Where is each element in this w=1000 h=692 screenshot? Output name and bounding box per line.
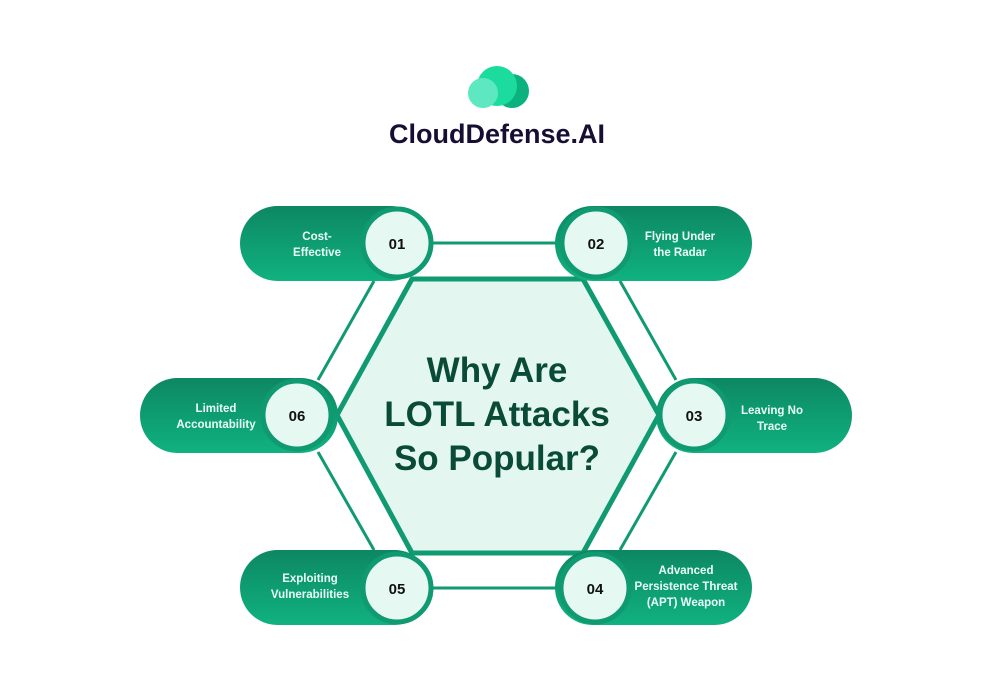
item-label-line: Effective [293, 247, 341, 259]
item-number: 04 [587, 581, 604, 598]
brand-name: CloudDefense.AI [389, 119, 605, 149]
item-label-line: the Radar [653, 247, 707, 259]
item-label-line: Accountability [176, 419, 256, 431]
title-line-1: Why Are [427, 351, 568, 390]
item-number: 03 [686, 408, 703, 425]
item-05: 05 Exploiting Vulnerabilities [240, 550, 434, 625]
item-label-line: Advanced [659, 565, 714, 577]
item-01: 01 Cost- Effective [240, 206, 434, 281]
item-number: 01 [389, 236, 406, 253]
item-number: 02 [588, 236, 605, 253]
item-label-line: Exploiting [282, 573, 338, 585]
title-line-3: So Popular? [394, 439, 600, 478]
item-label-line: Trace [757, 421, 787, 433]
title-line-2: LOTL Attacks [384, 395, 610, 434]
item-06: 06 Limited Accountability [140, 378, 338, 453]
item-number: 05 [389, 581, 406, 598]
item-label-line: (APT) Weapon [647, 597, 725, 609]
item-label-line: Vulnerabilities [271, 589, 349, 601]
item-label-line: Persistence Threat [635, 581, 738, 593]
connector-lines [316, 241, 678, 590]
item-number: 06 [289, 408, 306, 425]
item-03: 03 Leaving No Trace [656, 378, 852, 453]
cloud-logo-icon [468, 66, 529, 108]
item-04: 04 Advanced Persistence Threat (APT) Wea… [555, 550, 752, 625]
item-label-line: Leaving No [741, 405, 803, 417]
item-02: 02 Flying Under the Radar [555, 206, 752, 281]
center-title: Why Are LOTL Attacks So Popular? [384, 351, 610, 478]
item-label-line: Limited [196, 403, 237, 415]
item-label-line: Cost- [302, 231, 332, 243]
item-label-line: Flying Under [645, 231, 716, 243]
